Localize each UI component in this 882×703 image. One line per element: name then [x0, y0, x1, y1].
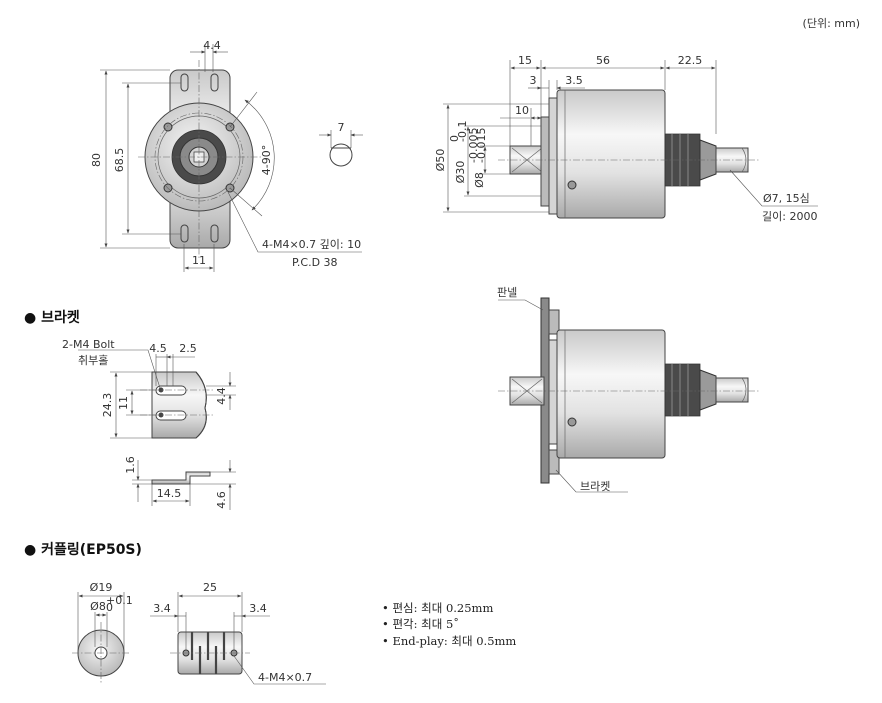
dim-4-5: 4.5	[149, 342, 167, 355]
coupling-thread-label: 4-M4×0.7	[258, 671, 312, 684]
dim-2-5: 2.5	[179, 342, 197, 355]
coupling-dia-19: Ø19	[90, 581, 113, 594]
bracket-section: ● 브라켓 2-M4 Bolt 취부홀 4.5 2.5 24.3 11	[24, 309, 236, 510]
bolt-label: 2-M4 Bolt	[62, 338, 115, 351]
angle-label: 4-90°	[260, 145, 273, 175]
dim-4-6: 4.6	[215, 491, 228, 509]
dim-7: 7	[338, 121, 345, 134]
dia-30: Ø30	[454, 161, 467, 184]
dim-3-5: 3.5	[565, 74, 583, 87]
coupling-title: ● 커플링(EP50S)	[24, 541, 142, 558]
dia-8-tol-top: -0.005	[467, 128, 480, 163]
dim-11-bracket: 11	[117, 396, 130, 410]
encoder-body	[556, 89, 666, 219]
coupling-dim-25: 25	[203, 581, 217, 594]
coupling-note-3: • End-play: 최대 0.5mm	[382, 634, 516, 648]
dia-8: Ø8	[473, 172, 486, 188]
hole-label: 취부홀	[78, 354, 108, 367]
dia-50: Ø50	[434, 149, 447, 172]
dim-22-5: 22.5	[678, 54, 703, 67]
cable-length: 길이: 2000	[762, 210, 817, 223]
coupling-dia-8: Ø8	[90, 600, 106, 613]
coupling-note-1: • 편심: 최대 0.25mm	[382, 601, 493, 615]
bracket-title: ● 브라켓	[24, 309, 80, 326]
dim-4-4-bracket: 4.4	[215, 387, 228, 405]
unit-label: (단위: mm)	[803, 17, 860, 30]
dim-24-3: 24.3	[101, 393, 114, 418]
dim-56: 56	[596, 54, 610, 67]
coupling-dia-8-tol-bot: 0	[106, 601, 113, 614]
pcd-label: P.C.D 38	[292, 256, 338, 269]
panel-label: 판넬	[497, 286, 517, 299]
coupling-dim-3-4-right: 3.4	[249, 602, 267, 615]
dim-11: 11	[192, 254, 206, 267]
dia-8-tol-bot: -0.015	[475, 128, 488, 163]
dia-30-tol-bot: -0.1	[456, 121, 469, 142]
dim-10: 10	[515, 104, 529, 117]
dim-15: 15	[518, 54, 532, 67]
dim-80: 80	[90, 153, 103, 167]
shaft-detail: 7	[319, 121, 363, 167]
screw-icon	[567, 180, 577, 190]
dim-14-5: 14.5	[157, 487, 182, 500]
coupling-section: ● 커플링(EP50S) Ø19 Ø8 +0.1 0 25 3.4 3.4	[24, 541, 516, 685]
front-view: 4-90° 4.4 80 68.5 11 4-M4×0.7 깊이: 10 P.C…	[90, 39, 362, 272]
panel-mount-view: 판넬 브라켓	[497, 286, 760, 493]
dim-3: 3	[530, 74, 537, 87]
dim-68-5: 68.5	[113, 148, 126, 173]
dim-1-6: 1.6	[124, 456, 137, 474]
coupling-note-2: • 편각: 최대 5˚	[382, 617, 459, 631]
side-view: 15 56 22.5 3 3.5 10 Ø50 Ø30 0 -0.1 Ø8 -0…	[434, 54, 818, 223]
dia-30-tol-top: 0	[448, 135, 461, 142]
mount-label: 4-M4×0.7 깊이: 10	[262, 238, 361, 251]
cable-label: Ø7, 15심	[763, 192, 810, 205]
dim-4-4: 4.4	[203, 39, 221, 52]
coupling-dia-8-tol-top: +0.1	[106, 594, 133, 607]
bracket-label: 브라켓	[580, 480, 610, 493]
coupling-dim-3-4-left: 3.4	[153, 602, 171, 615]
